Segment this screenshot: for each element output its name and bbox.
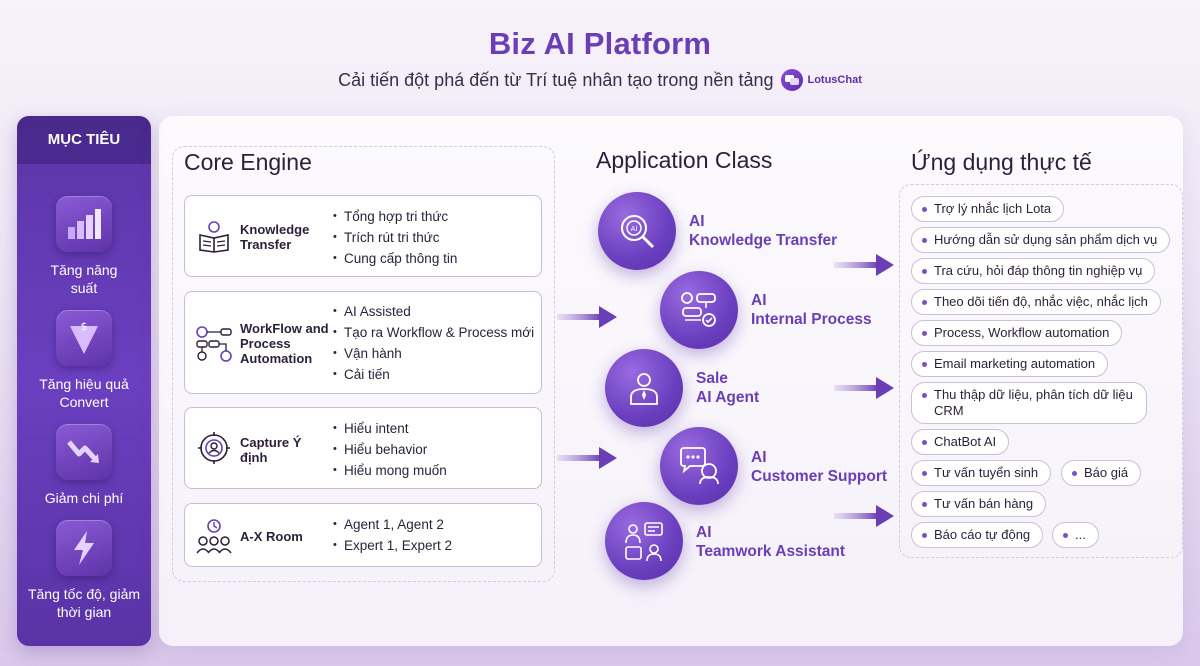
ai-search-icon: AI [621, 215, 655, 249]
book-bulb-icon [199, 221, 229, 253]
trend-down-icon [56, 424, 112, 480]
engine-name: Capture Ý định [240, 435, 302, 465]
real-app-pill: Process, Workflow automation [911, 320, 1123, 346]
engine-name: Knowledge Transfer [240, 222, 310, 252]
app-label-knowledge-transfer: AI Knowledge Transfer [689, 213, 838, 249]
goal-label: Tăng tốc độ, giảm thời gian [27, 586, 141, 620]
engine-point: Tổng hợp tri thức [333, 206, 457, 227]
team-room-icon [196, 519, 232, 554]
goals-panel: MỤC TIÊU Tăng năng suất $ Tăng hiệu quả … [17, 116, 151, 646]
engine-point: Hiểu intent [333, 418, 447, 439]
engine-workflow-automation: WorkFlow and Process Automation AI Assis… [184, 291, 542, 394]
svg-text:$: $ [81, 320, 88, 333]
real-app-pill: Hướng dẫn sử dụng sản phẩm dịch vụ [911, 227, 1171, 253]
app-customer-support-circle [660, 427, 738, 505]
arrow-right-icon [834, 254, 894, 276]
bar-chart-up-icon [56, 196, 112, 252]
target-user-icon [198, 432, 230, 464]
lightning-icon [56, 520, 112, 576]
engine-points: Hiểu intent Hiểu behavior Hiểu mong muốn [333, 418, 447, 481]
engine-point: Trích rút tri thức [333, 227, 457, 248]
goal-label: Tăng năng suất [50, 262, 118, 296]
arrow-right-icon [834, 505, 894, 527]
core-engine-title: Core Engine [184, 149, 312, 175]
app-knowledge-transfer-circle: AI [598, 192, 676, 270]
brand-name: LotusChat [807, 74, 862, 86]
app-label-teamwork-assistant: AI Teamwork Assistant [696, 524, 846, 560]
real-app-pill: Theo dõi tiến độ, nhắc việc, nhắc lịch [911, 289, 1161, 315]
page-title: Biz AI Platform [488, 26, 712, 61]
arrow-right-icon [557, 306, 617, 328]
engine-points: Tổng hợp tri thức Trích rút tri thức Cun… [333, 206, 457, 269]
goal-item-convert: $ Tăng hiệu quả Convert [17, 310, 151, 411]
engine-points: AI Assisted Tạo ra Workflow & Process mớ… [333, 301, 534, 385]
engine-name: A-X Room [240, 529, 303, 544]
real-app-pill: ... [1052, 522, 1099, 548]
engine-point: Hiểu behavior [333, 439, 447, 460]
funnel-dollar-icon: $ [56, 310, 112, 366]
app-teamwork-assistant-circle [605, 502, 683, 580]
real-app-pill: Báo giá [1061, 460, 1142, 486]
chat-support-icon [680, 447, 719, 485]
real-apps-frame [899, 184, 1183, 558]
core-engine-frame [172, 146, 555, 582]
goal-item-cost: Giảm chi phí [17, 424, 151, 507]
engine-point: Vận hành [333, 343, 534, 364]
app-label-sale-agent: Sale AI Agent [696, 370, 760, 406]
process-flow-icon [681, 292, 716, 327]
subtitle-text: Cải tiến đột phá đến từ Trí tuệ nhân tạo… [338, 69, 774, 90]
agent-person-icon [630, 373, 658, 405]
svg-text:AI: AI [631, 225, 638, 233]
real-app-pill: Trợ lý nhắc lịch Lota [911, 196, 1065, 222]
page-subtitle: Cải tiến đột phá đến từ Trí tuệ nhân tạo… [0, 69, 1200, 91]
app-internal-process-circle [660, 271, 738, 349]
goal-label: Tăng hiệu quả Convert [39, 376, 129, 410]
engine-ax-room: A-X Room Agent 1, Agent 2 Expert 1, Expe… [184, 503, 542, 567]
application-class-title: Application Class [596, 147, 773, 173]
engine-point: Hiểu mong muốn [333, 460, 447, 481]
goal-item-speed: Tăng tốc độ, giảm thời gian [17, 520, 151, 621]
engine-point: Tạo ra Workflow & Process mới [333, 322, 534, 343]
app-sale-agent-circle [605, 349, 683, 427]
engine-point: AI Assisted [333, 301, 534, 322]
real-app-pill: Email marketing automation [911, 351, 1109, 377]
real-app-pill: Tư vấn tuyển sinh [911, 460, 1052, 486]
brand-logo: LotusChat [781, 69, 862, 91]
goal-label: Giảm chi phí [44, 490, 124, 506]
engine-knowledge-transfer: Knowledge Transfer Tổng hợp tri thức Trí… [184, 195, 542, 277]
engine-capture-intent: Capture Ý định Hiểu intent Hiểu behavior… [184, 407, 542, 489]
goals-title: MỤC TIÊU [17, 116, 151, 164]
engine-points: Agent 1, Agent 2 Expert 1, Expert 2 [333, 514, 452, 556]
app-label-customer-support: AI Customer Support [751, 449, 888, 485]
goal-item-productivity: Tăng năng suất [17, 196, 151, 297]
workflow-gears-icon [196, 326, 232, 362]
arrow-right-icon [834, 377, 894, 399]
teamwork-chat-icon [625, 522, 663, 561]
real-apps-title: Ứng dụng thực tế [911, 149, 1092, 175]
real-app-pill: Báo cáo tự động [911, 522, 1044, 548]
arrow-right-icon [557, 447, 617, 469]
engine-point: Cung cấp thông tin [333, 248, 457, 269]
real-app-pill: ChatBot AI [911, 429, 1010, 455]
lotuschat-logo-icon [781, 69, 804, 91]
app-label-internal-process: AI Internal Process [751, 292, 872, 328]
engine-point: Cải tiến [333, 364, 534, 385]
engine-point: Expert 1, Expert 2 [333, 535, 452, 556]
real-app-pill: Tư vấn bán hàng [911, 491, 1047, 517]
real-app-pill: Thu thập dữ liệu, phân tích dữ liệu CRM [911, 382, 1147, 424]
real-app-pill: Tra cứu, hỏi đáp thông tin nghiệp vụ [911, 258, 1156, 284]
engine-point: Agent 1, Agent 2 [333, 514, 452, 535]
engine-name: WorkFlow and Process Automation [240, 321, 329, 366]
